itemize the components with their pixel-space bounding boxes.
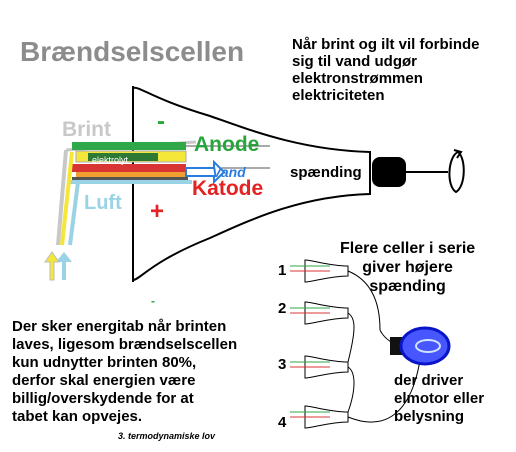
series-wire — [347, 270, 421, 423]
cell-number-1: 1 — [278, 262, 287, 279]
funnel-outline — [132, 86, 371, 281]
luft-arrow — [56, 252, 72, 280]
cell-number-2: 2 — [278, 300, 287, 317]
anode-plate — [72, 142, 186, 150]
yellow-pipe — [60, 151, 74, 246]
motor-icon — [372, 157, 406, 187]
cell-4-shape — [304, 405, 349, 429]
label-small-dash: - — [151, 294, 155, 308]
label-minus: - — [157, 108, 165, 135]
label-brint: Brint — [62, 118, 111, 141]
orange-layer — [76, 172, 186, 177]
note-motor: der driver elmotor eller belysning — [394, 372, 485, 425]
note-series: Flere celler i serie giver højere spændi… — [340, 240, 476, 295]
diagram-title: Brændselscellen — [20, 36, 245, 67]
cell-number-3: 3 — [278, 356, 287, 373]
note-energy-loss: Der sker energitab når brinten laves, li… — [12, 318, 238, 425]
katode-plate — [72, 164, 186, 172]
brint-arrow — [44, 251, 60, 281]
brint-pipe — [56, 149, 68, 246]
cell-2-shape — [304, 301, 349, 325]
vand-arrow — [185, 159, 226, 185]
label-vand: Vand — [212, 164, 246, 180]
label-katode: Katode — [192, 177, 264, 200]
label-spaending: spænding — [290, 164, 362, 181]
bulb-filament — [415, 339, 441, 353]
label-luft: Luft — [84, 192, 122, 214]
cell-number-4: 4 — [278, 414, 287, 431]
light-bulb-icon — [399, 326, 451, 366]
rotation-arrow-icon — [448, 149, 465, 194]
label-anode: Anode — [194, 133, 260, 156]
label-elektrolyt: elektrolyt — [92, 155, 129, 165]
label-plus: + — [150, 198, 165, 225]
dark-layer — [72, 177, 188, 182]
elektrolyt-inner — [88, 153, 158, 161]
cell-3-shape — [304, 355, 349, 379]
law-caption: 3. termodynamiske lov — [118, 431, 216, 441]
series-cells — [290, 259, 421, 429]
luft-pipe — [68, 181, 80, 246]
cell-1-shape — [304, 259, 349, 283]
note-top: Når brint og ilt vil forbinde sig til va… — [292, 36, 480, 104]
